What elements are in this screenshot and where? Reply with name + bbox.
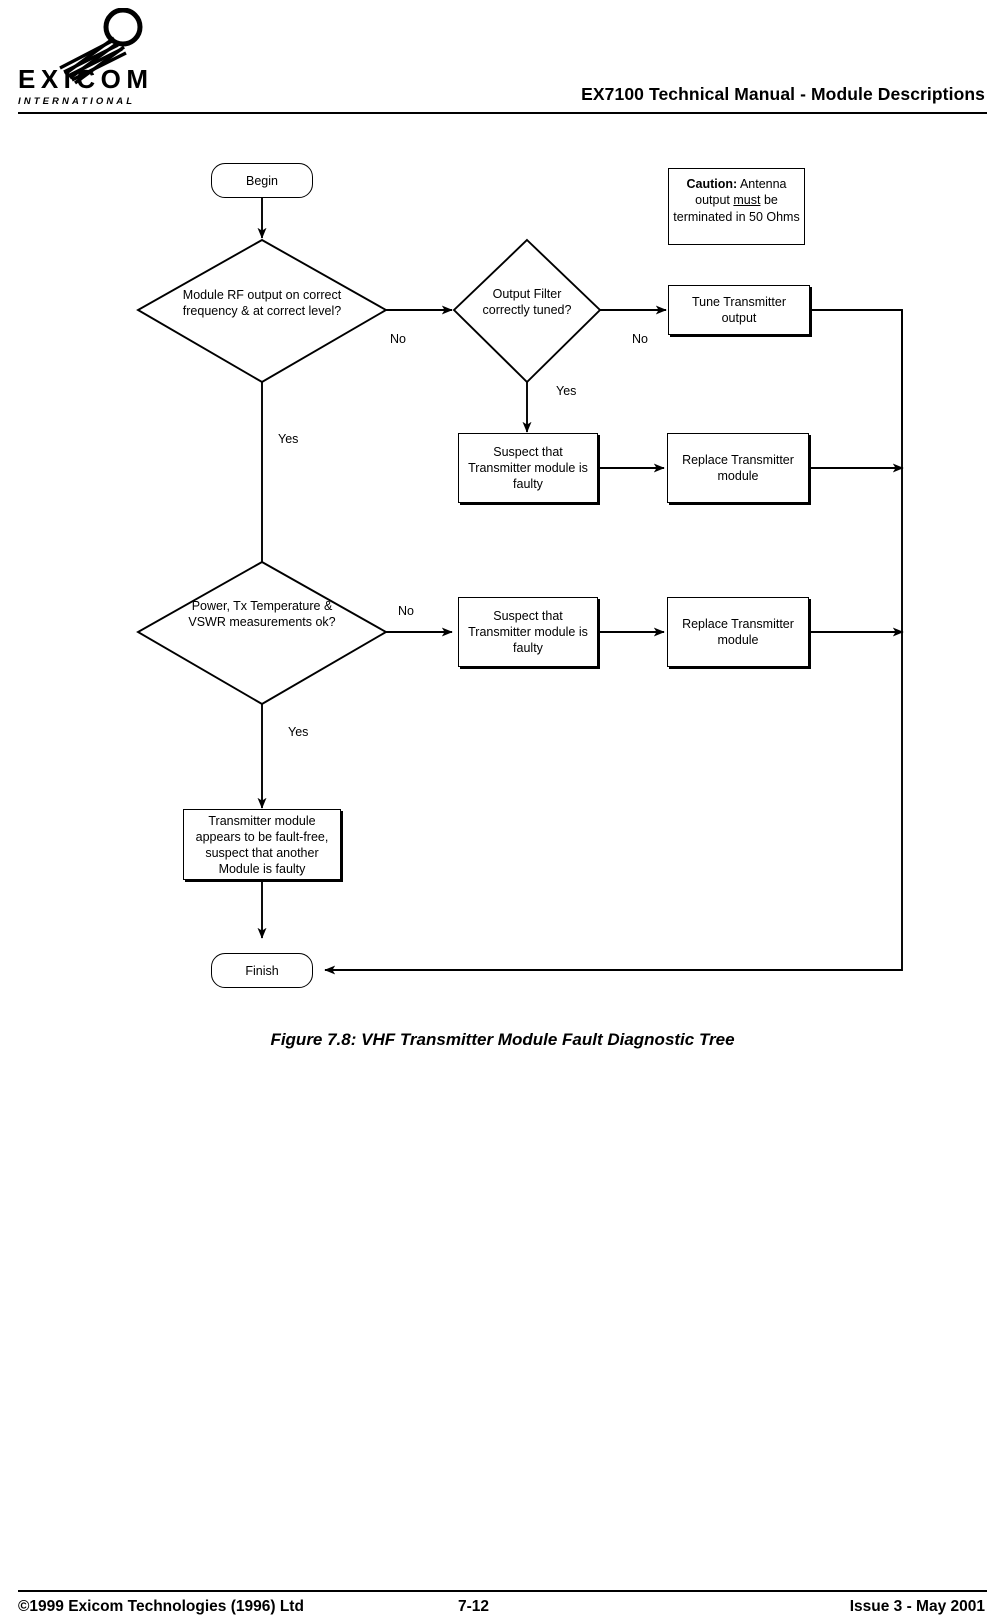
node-replace-2[interactable]: Replace Transmitter module <box>667 597 809 667</box>
edge-label-rf-no: No <box>390 332 406 346</box>
caution-text-after: be terminated in 50 Ohms <box>673 193 800 224</box>
node-decision-rf-shape[interactable] <box>136 238 388 384</box>
node-begin-label: Begin <box>246 173 278 188</box>
edge-label-filter-yes: Yes <box>556 384 577 398</box>
footer-copyright: ©1999 Exicom Technologies (1996) Ltd <box>18 1598 304 1615</box>
node-decision-power-shape[interactable] <box>136 560 388 706</box>
svg-text:INTERNATIONAL: INTERNATIONAL <box>18 96 135 107</box>
footer-divider <box>18 1590 987 1592</box>
node-replace-1[interactable]: Replace Transmitter module <box>667 433 809 503</box>
footer-page-number: 7-12 <box>458 1598 490 1615</box>
node-replace-1-label: Replace Transmitter module <box>682 453 794 483</box>
node-tune-transmitter-label: Tune Transmitter output <box>691 295 786 325</box>
footer-issue: Issue 3 - May 2001 <box>849 1598 985 1615</box>
node-suspect-1-label: Suspect that Transmitter module is fault… <box>468 445 588 491</box>
caution-note: Caution: Antenna output must be terminat… <box>668 168 805 245</box>
node-suspect-2[interactable]: Suspect that Transmitter module is fault… <box>458 597 598 667</box>
node-decision-filter-shape[interactable] <box>452 238 602 384</box>
node-begin[interactable]: Begin <box>211 163 313 198</box>
node-finish[interactable]: Finish <box>211 953 313 988</box>
edge-label-rf-yes: Yes <box>278 432 299 446</box>
edge-label-power-no: No <box>398 604 414 618</box>
caution-text-before: Antenna output <box>695 177 787 208</box>
fault-diagnostic-flowchart: Begin Caution: Antenna output must be te… <box>0 130 1005 1050</box>
node-fault-free[interactable]: Transmitter module appears to be fault-f… <box>183 809 341 880</box>
caution-emphasis: must <box>733 193 761 208</box>
caution-keyword: Caution: <box>686 177 738 191</box>
exicom-logo: EXICOM INTERNATIONAL <box>18 7 178 108</box>
exicom-logo-mark: EXICOM INTERNATIONAL <box>18 7 154 107</box>
edge-label-power-yes: Yes <box>288 725 309 739</box>
node-suspect-1[interactable]: Suspect that Transmitter module is fault… <box>458 433 598 503</box>
node-fault-free-label: Transmitter module appears to be fault-f… <box>195 813 329 876</box>
node-suspect-2-label: Suspect that Transmitter module is fault… <box>468 609 588 655</box>
figure-caption: Figure 7.8: VHF Transmitter Module Fault… <box>270 1030 735 1049</box>
edge-label-filter-no: No <box>632 332 648 346</box>
node-tune-transmitter[interactable]: Tune Transmitter output <box>668 285 810 335</box>
header-divider <box>18 112 987 114</box>
node-finish-label: Finish <box>245 963 279 978</box>
node-replace-2-label: Replace Transmitter module <box>682 617 794 647</box>
page-header-title: EX7100 Technical Manual - Module Descrip… <box>581 84 985 104</box>
svg-text:EXICOM: EXICOM <box>18 64 154 94</box>
